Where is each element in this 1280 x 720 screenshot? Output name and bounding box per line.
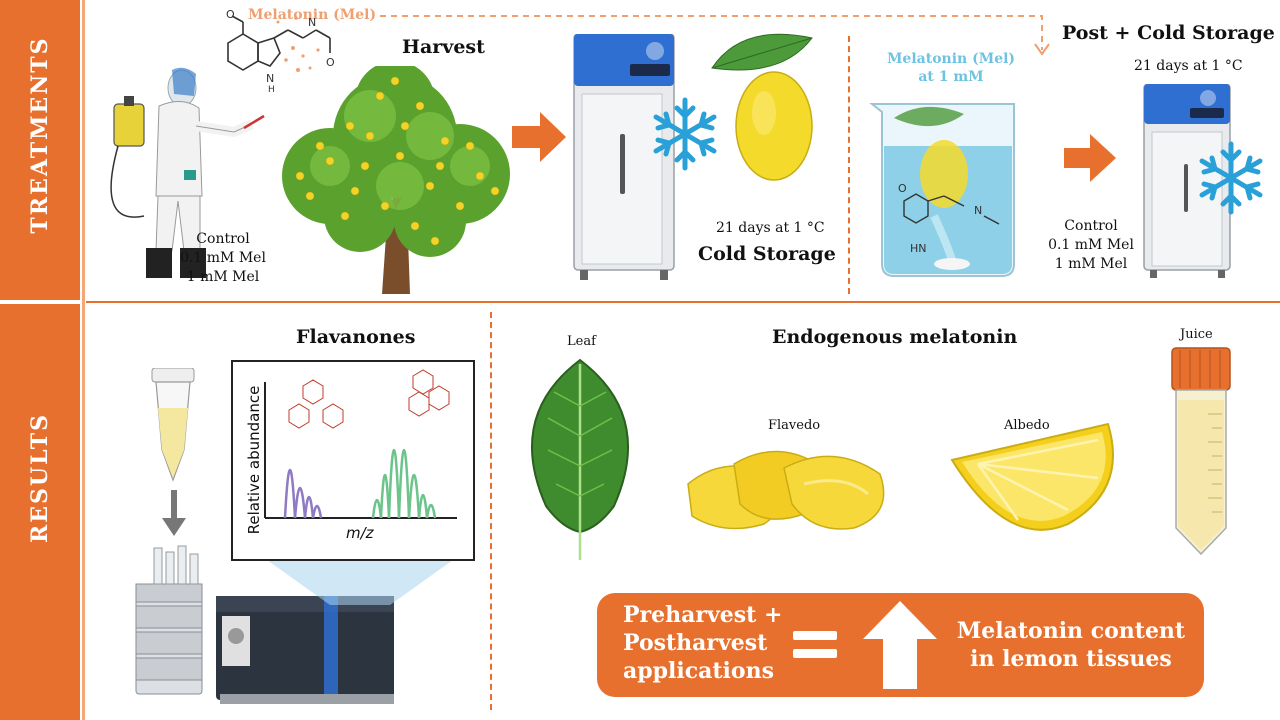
sidebar: TREATMENTS RESULTS (0, 0, 86, 720)
callout-left-line2: Postharvest (623, 630, 768, 656)
leaf-icon (530, 358, 630, 560)
albedo-slice-icon (950, 422, 1114, 531)
tissue-juice-label: Juice (1180, 327, 1213, 342)
arrow-right-icon (512, 112, 566, 162)
spray-doses: Control 0.1 mM Mel 1 mM Mel (168, 230, 278, 287)
callout-right-line2: in lemon tissues (970, 646, 1172, 672)
mass-spectrum-chart (264, 369, 457, 519)
tissue-albedo-label: Albedo (1004, 418, 1050, 433)
post-storage-title: Post + Cold Storage (1062, 22, 1275, 44)
flavedo-peel-icon (687, 450, 885, 530)
dose-control: Control (196, 231, 250, 247)
ms-ylabel-wrap: Relative abundance (240, 380, 270, 540)
juice-tube-icon (1171, 347, 1231, 556)
svg-text:O: O (326, 56, 335, 69)
sidebar-edge (82, 0, 85, 720)
zoom-beam (260, 555, 460, 605)
equals-icon (793, 631, 837, 658)
svg-text:O: O (898, 182, 907, 195)
hplc-ms-instrument-icon (135, 545, 394, 704)
dip-label: Melatonin (Mel) at 1 mM (876, 50, 1026, 86)
treatments-band (0, 0, 80, 300)
harvest-title: Harvest (402, 36, 485, 58)
post-storage-days: 21 days at 1 °C (1134, 58, 1243, 74)
arrow-right-icon-2 (1064, 134, 1116, 182)
svg-text:H: H (268, 85, 275, 94)
svg-text:N: N (266, 72, 274, 85)
melatonin-dashed-arrow (380, 15, 1050, 56)
callout-right-text: Melatonin content in lemon tissues (953, 617, 1189, 673)
up-arrow-icon (863, 601, 937, 689)
tissue-flavedo-label: Flavedo (768, 418, 821, 433)
beaker-icon: O N HN (869, 103, 1015, 277)
dashed-divider-top (848, 36, 850, 294)
ms-ylabel: Relative abundance (245, 385, 263, 535)
down-arrow-icon (162, 490, 186, 536)
lemon-tree-icon (282, 66, 510, 294)
snowflake-icon (653, 97, 717, 171)
results-band (0, 304, 80, 720)
treatments-label: TREATMENTS (27, 36, 53, 234)
snowflake-icon-2 (1199, 141, 1263, 215)
cold-storage-title: Cold Storage (698, 243, 836, 265)
flavanones-title: Flavanones (296, 326, 416, 348)
dose-1mm: 1 mM Mel (186, 269, 260, 285)
cold-storage-days: 21 days at 1 °C (716, 220, 825, 236)
post-doses: Control 0.1 mM Mel 1 mM Mel (1036, 217, 1146, 274)
svg-text:N: N (974, 204, 982, 217)
lemon-icon (711, 33, 813, 181)
dashed-divider-bottom (490, 312, 492, 710)
melatonin-top-label: Melatonin (Mel) (248, 7, 377, 23)
dip-label-line2: at 1 mM (918, 69, 984, 85)
dose-0-1mm: 0.1 mM Mel (180, 250, 266, 266)
svg-text:HN: HN (910, 242, 927, 255)
dip-label-line1: Melatonin (Mel) (886, 51, 1016, 67)
ms-xlabel: m/z (346, 524, 374, 542)
svg-text:N: N (308, 16, 316, 29)
post-dose-1mm: 1 mM Mel (1054, 256, 1128, 272)
post-dose-0-1mm: 0.1 mM Mel (1048, 237, 1134, 253)
callout-left-text: Preharvest + Postharvest applications (623, 601, 782, 685)
spray-worker-icon (110, 67, 265, 278)
post-dose-control: Control (1064, 218, 1118, 234)
endogenous-title: Endogenous melatonin (772, 326, 1018, 348)
tissue-leaf-label: Leaf (567, 334, 596, 349)
callout-left-line1: Preharvest + (623, 602, 783, 628)
callout-right-line1: Melatonin content (956, 618, 1186, 644)
conclusion-callout: Preharvest + Postharvest applications Me… (597, 593, 1204, 697)
svg-text:O: O (226, 8, 235, 21)
callout-left-line3: applications (623, 658, 774, 684)
melatonin-molecule-icon: O N H N O (226, 8, 335, 94)
fridge-icon (573, 34, 675, 280)
results-label: RESULTS (27, 412, 53, 544)
sample-tube-icon (151, 368, 195, 482)
section-divider (86, 301, 1280, 303)
mass-spectrum-panel (231, 360, 475, 561)
